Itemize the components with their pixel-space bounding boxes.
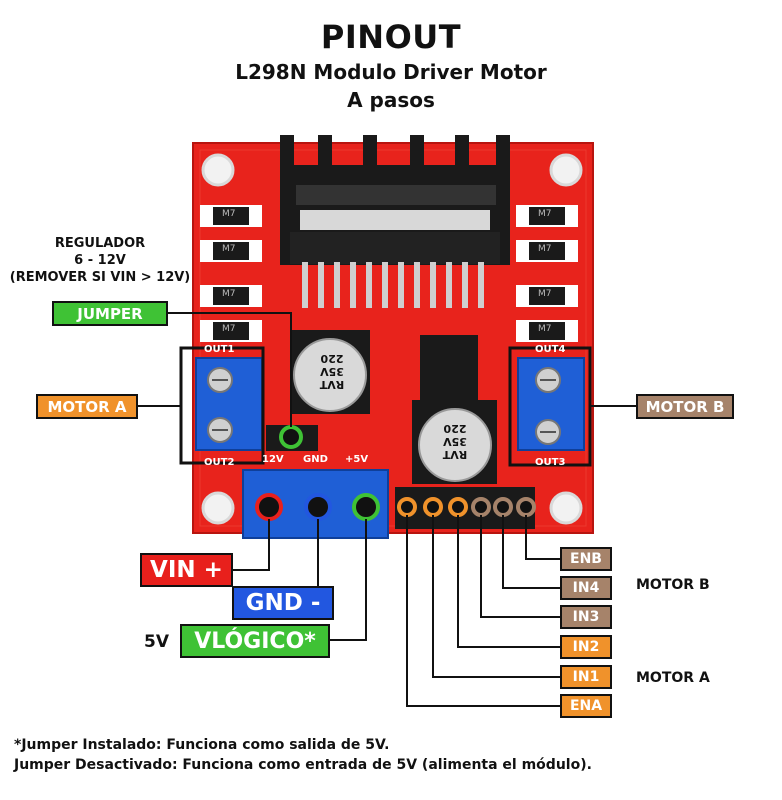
label-vlogico: VLÓGICO* bbox=[180, 624, 330, 658]
diodes-left bbox=[200, 205, 262, 342]
label-in4: IN4 bbox=[560, 576, 612, 600]
footnote-1: *Jumper Instalado: Funciona como salida … bbox=[14, 737, 390, 753]
jumper-pin bbox=[279, 425, 303, 449]
page-subtitle: L298N Modulo Driver Motor bbox=[235, 60, 547, 84]
power-terminal bbox=[242, 469, 389, 539]
regulator-line-1: REGULADOR bbox=[54, 236, 146, 251]
cap2-line-2: 35V bbox=[443, 435, 467, 448]
ic-pins bbox=[302, 262, 484, 308]
regulator-note: REGULADOR 6 - 12V (REMOVER SI VIN > 12V) bbox=[8, 235, 192, 286]
regulator-line-3: (REMOVER SI VIN > 12V) bbox=[9, 270, 191, 285]
terminal-motor-b bbox=[517, 357, 585, 451]
label-in3: IN3 bbox=[560, 605, 612, 629]
footnote-2: Jumper Desactivado: Funciona como entrad… bbox=[14, 757, 592, 773]
regulator-chip bbox=[420, 335, 478, 405]
capacitor-2 bbox=[412, 400, 497, 484]
regulator-line-2: 6 - 12V bbox=[74, 253, 126, 268]
label-jumper: JUMPER bbox=[52, 301, 168, 326]
silk-out4: OUT4 bbox=[535, 344, 566, 355]
cap1-line-2: 35V bbox=[320, 365, 344, 378]
diode-mark-l4: M7 bbox=[222, 324, 236, 334]
leader-lines bbox=[138, 312, 636, 707]
silk-5v: +5V bbox=[345, 454, 369, 465]
side-label-motor-b: MOTOR B bbox=[636, 577, 710, 593]
logic-header bbox=[395, 487, 536, 529]
capacitor-1-marking: RVT 35V 220 bbox=[312, 352, 352, 391]
diode-mark-r2: M7 bbox=[538, 244, 552, 254]
page-title: PINOUT bbox=[320, 18, 462, 56]
diode-mark-l1: M7 bbox=[222, 209, 236, 219]
page-subtitle-2: A pasos bbox=[347, 88, 435, 112]
footnotes: *Jumper Instalado: Funciona como salida … bbox=[14, 735, 592, 775]
mounting-holes bbox=[201, 153, 583, 525]
cap2-line-1: RVT bbox=[442, 448, 468, 461]
label-motor-a: MOTOR A bbox=[36, 394, 138, 419]
heatsink bbox=[280, 135, 510, 265]
diode-mark-l3: M7 bbox=[222, 289, 236, 299]
label-gnd: GND - bbox=[232, 586, 334, 620]
cap2-line-3: 220 bbox=[443, 422, 467, 435]
diode-mark-r4: M7 bbox=[538, 324, 552, 334]
label-5v: 5V bbox=[144, 632, 169, 652]
label-ena: ENA bbox=[560, 694, 612, 718]
label-in2: IN2 bbox=[560, 635, 612, 659]
capacitor-1 bbox=[290, 330, 370, 414]
side-label-motor-a: MOTOR A bbox=[636, 670, 710, 686]
diode-mark-r1: M7 bbox=[538, 209, 552, 219]
diode-mark-r3: M7 bbox=[538, 289, 552, 299]
silk-gnd: GND bbox=[303, 454, 328, 465]
silk-out1: OUT1 bbox=[204, 344, 235, 355]
cap1-line-3: 220 bbox=[320, 352, 344, 365]
diode-mark-l2: M7 bbox=[222, 244, 236, 254]
label-in1: IN1 bbox=[560, 665, 612, 689]
cap1-line-1: RVT bbox=[319, 378, 345, 391]
silk-12v: 12V bbox=[262, 454, 284, 465]
silk-out2: OUT2 bbox=[204, 457, 235, 468]
label-enb: ENB bbox=[560, 547, 612, 571]
capacitor-2-marking: RVT 35V 220 bbox=[435, 422, 475, 461]
label-motor-b: MOTOR B bbox=[636, 394, 734, 419]
terminal-motor-a bbox=[195, 357, 263, 451]
label-vin: VIN + bbox=[140, 553, 233, 587]
silk-out3: OUT3 bbox=[535, 457, 566, 468]
diodes-right bbox=[516, 205, 578, 342]
